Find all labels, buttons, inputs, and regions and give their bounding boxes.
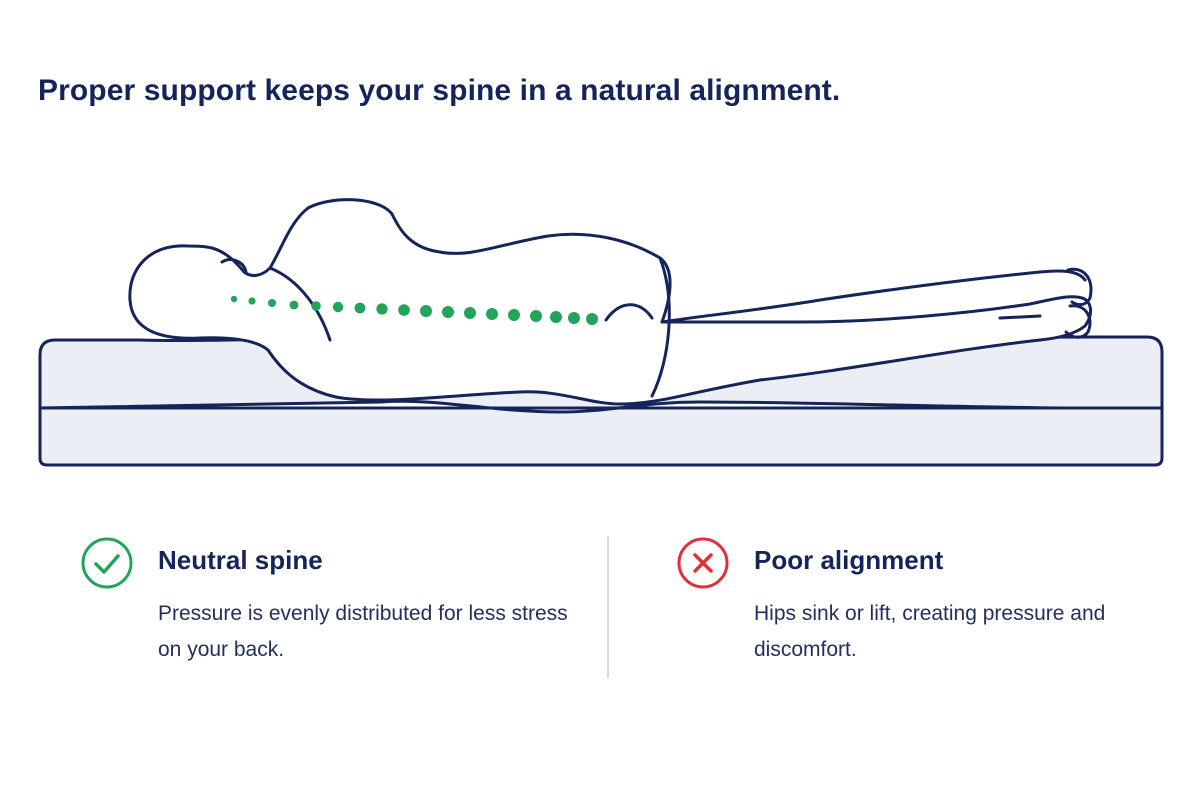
check-circle-icon — [81, 537, 133, 589]
divider — [607, 536, 609, 678]
poor-alignment-description: Hips sink or lift, creating pressure and… — [754, 602, 1106, 661]
neutral-spine-description: Pressure is evenly distributed for less … — [158, 602, 568, 661]
neutral-spine-title: Neutral spine — [158, 545, 323, 575]
body-outline — [128, 198, 1093, 406]
mattress-base — [38, 406, 1164, 467]
x-circle-icon — [677, 537, 729, 589]
headline: Proper support keeps your spine in a nat… — [38, 74, 841, 107]
spine-dots — [230, 295, 598, 325]
poor-alignment-title: Poor alignment — [754, 545, 944, 575]
